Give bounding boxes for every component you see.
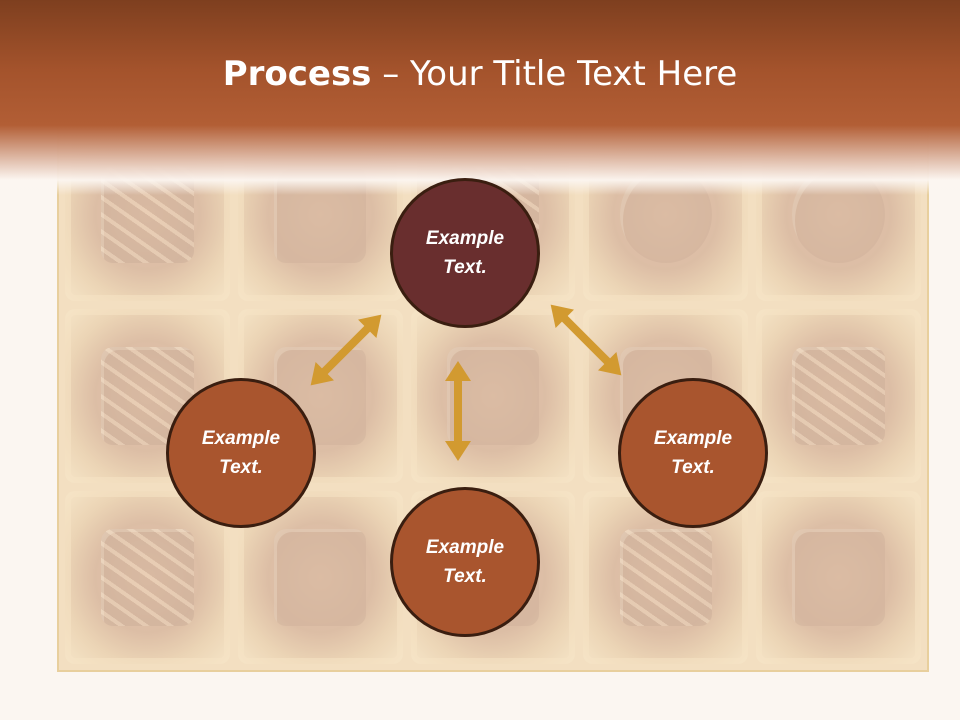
- node-right-label: Example Text.: [653, 428, 733, 478]
- node-top-label: Example Text.: [425, 228, 505, 278]
- node-left[interactable]: Example Text.: [166, 378, 316, 528]
- arrow-vertical: [445, 361, 471, 461]
- node-bottom[interactable]: Example Text.: [390, 487, 540, 637]
- arrow-top-left: [310, 314, 382, 386]
- page-title: Process – Your Title Text Here: [0, 52, 960, 96]
- header-band: Process – Your Title Text Here: [0, 0, 960, 195]
- node-top[interactable]: Example Text.: [390, 178, 540, 328]
- title-rest: – Your Title Text Here: [371, 54, 738, 94]
- arrow-top-right: [550, 304, 622, 376]
- title-bold: Process: [222, 54, 372, 94]
- node-bottom-label: Example Text.: [425, 537, 505, 587]
- node-left-label: Example Text.: [201, 428, 281, 478]
- node-right[interactable]: Example Text.: [618, 378, 768, 528]
